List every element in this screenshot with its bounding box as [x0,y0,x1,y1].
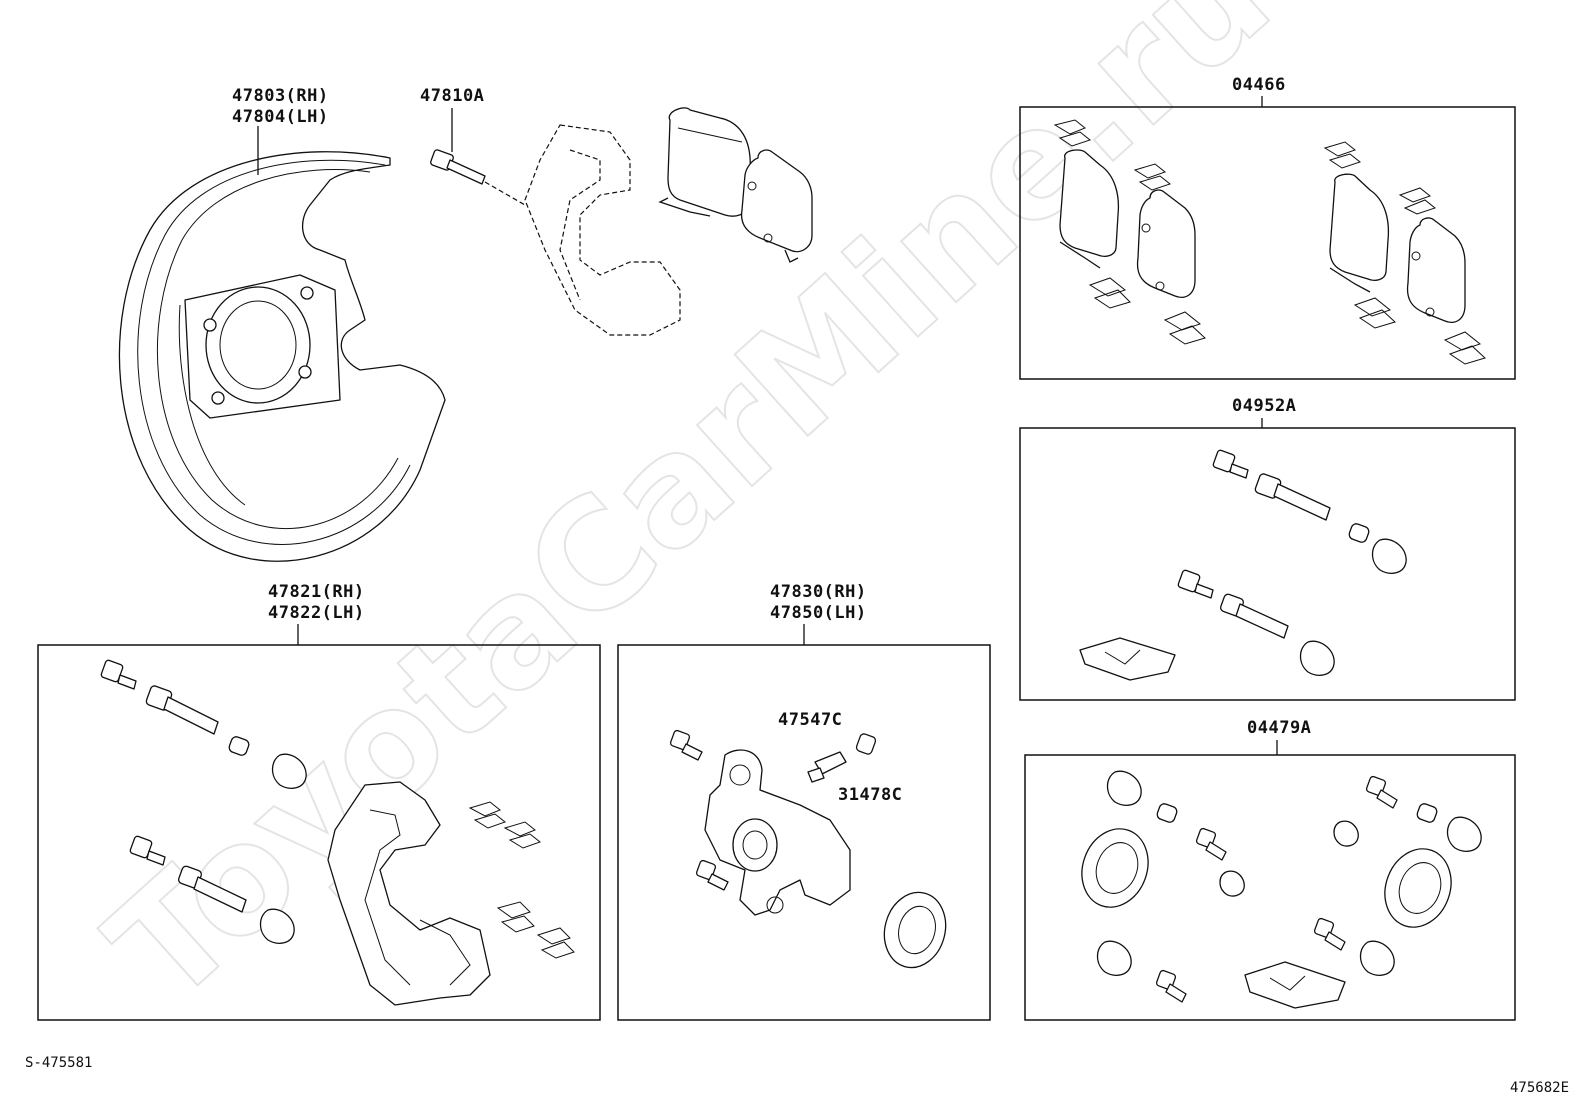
pad-kit-parts [1053,119,1486,365]
caliper-parts [669,729,947,969]
slide-kit-parts [1079,449,1407,681]
label-shield-rh: 47803(RH) [232,86,329,106]
label-pad-kit: 04466 [1232,75,1286,95]
label-bleeder-cap: 31478C [838,785,902,805]
label-mount-lh: 47822(LH) [268,603,365,623]
footer-right-code: 475682E [1510,1080,1569,1096]
brake-pad-outer [658,107,751,217]
label-slide-kit: 04952A [1232,396,1296,416]
label-caliper-rh: 47830(RH) [770,582,867,602]
caliper-mount-box [37,644,601,1021]
label-mount-rh: 47821(RH) [268,582,365,602]
slide-kit-box [1019,427,1516,701]
seal-kit-parts [1081,770,1482,1009]
dust-shield [118,151,446,562]
seal-kit-box [1024,754,1516,1021]
mounting-bolt [430,149,486,185]
caliper-mount-parts [100,659,575,1006]
pad-kit-box [1019,106,1516,380]
label-shield-lh: 47804(LH) [232,107,329,127]
label-bleeder: 47547C [778,710,842,730]
label-bolt: 47810A [420,86,484,106]
caliper-mount-outline [524,124,681,336]
label-seal-kit: 04479A [1247,718,1311,738]
caliper-box [617,644,991,1021]
brake-pad-inner [740,149,813,263]
footer-left-code: S-475581 [25,1055,92,1071]
label-caliper-lh: 47850(LH) [770,603,867,623]
